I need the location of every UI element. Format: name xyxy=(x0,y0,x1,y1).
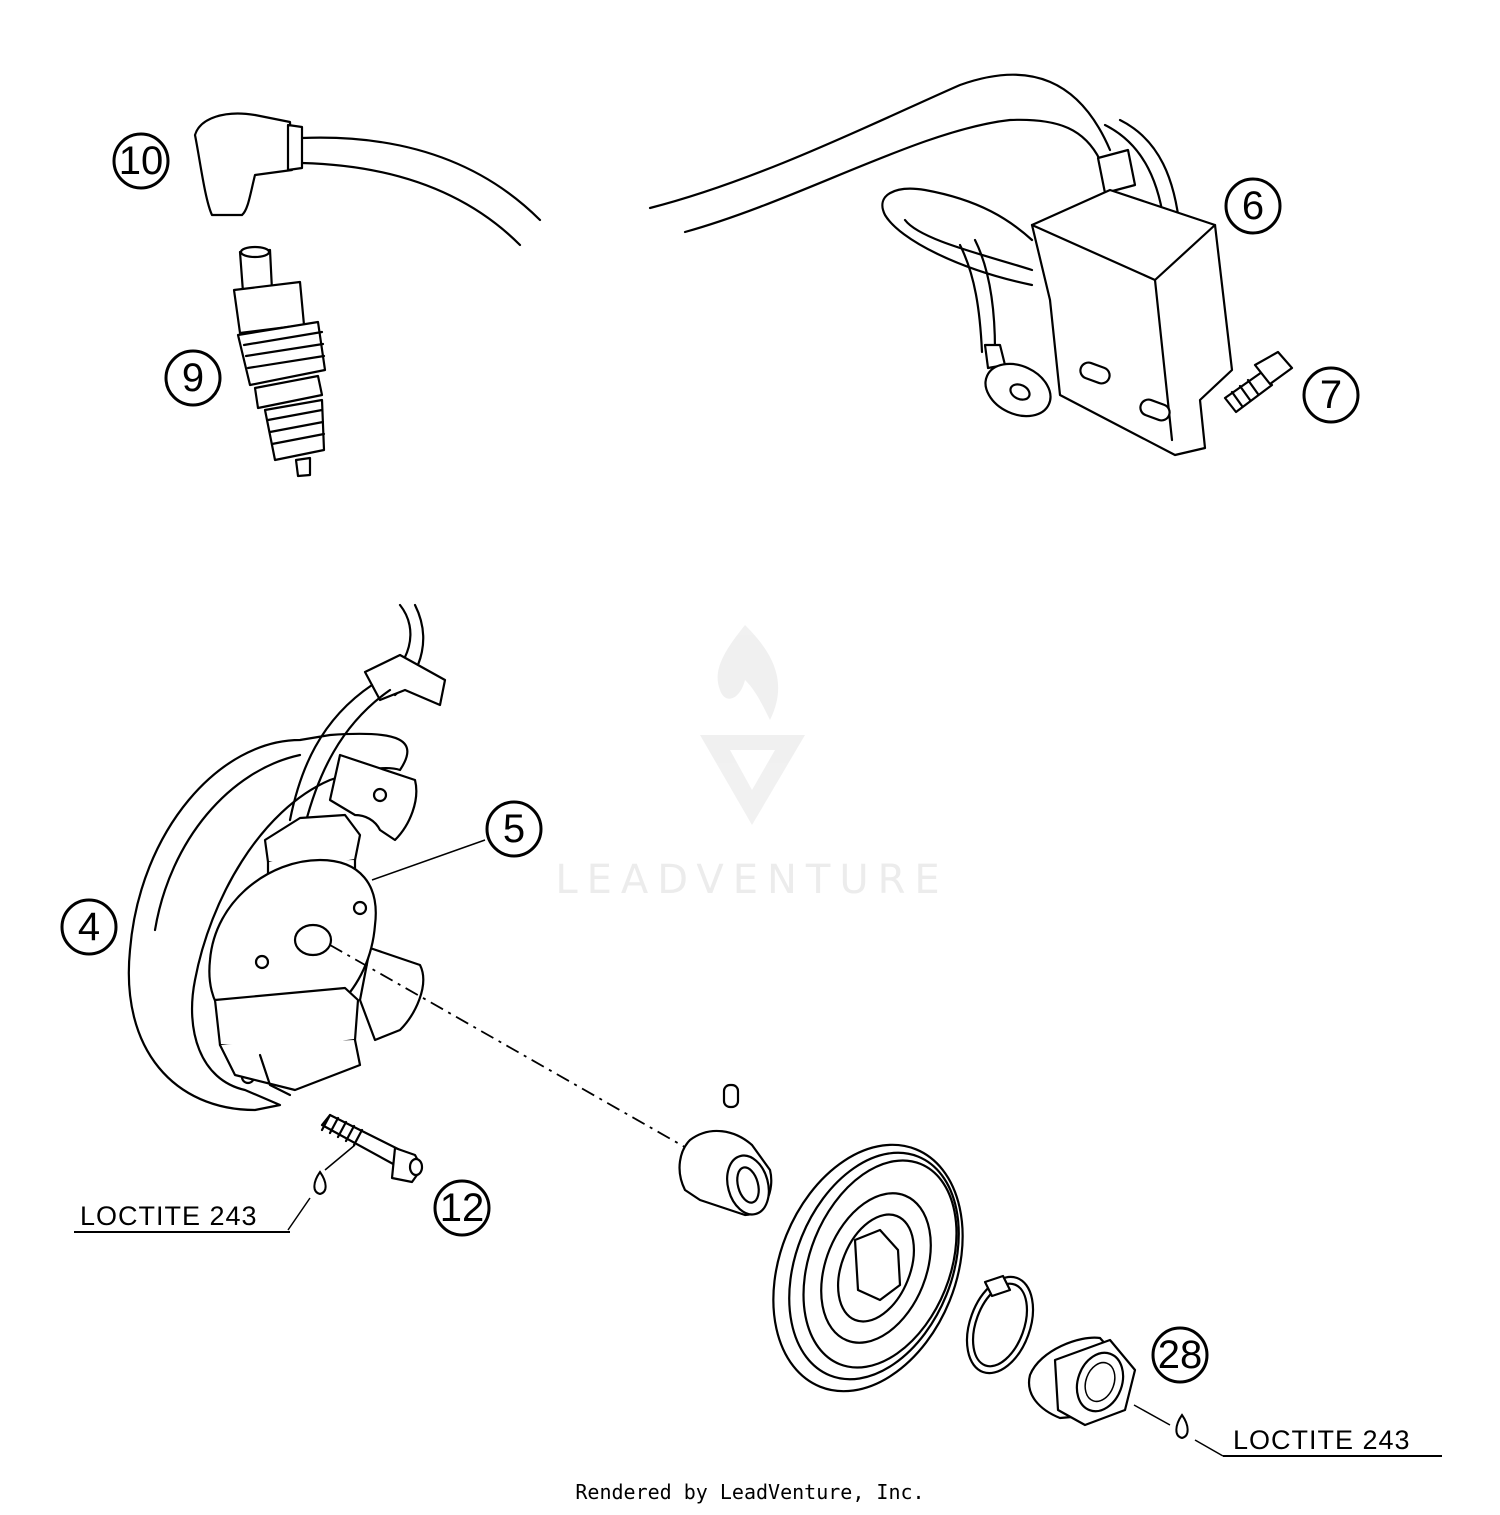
loctite-drop-left xyxy=(313,1170,327,1196)
callout-28-label: 28 xyxy=(1158,1333,1203,1377)
spark-plug-cap xyxy=(193,112,542,247)
spark-plug xyxy=(232,245,327,478)
rendered-by-footer: Rendered by LeadVenture, Inc. xyxy=(575,1480,925,1504)
callout-4-label: 4 xyxy=(78,905,100,949)
woodruff-key xyxy=(722,1083,740,1109)
callout-9: 9 xyxy=(164,349,222,407)
callout-10-label: 10 xyxy=(119,139,164,183)
stator-coil xyxy=(208,603,447,1097)
stator-screw xyxy=(320,1113,424,1184)
callout-28: 28 xyxy=(1151,1326,1209,1384)
ignition-coil xyxy=(648,73,1234,457)
callout-6-label: 6 xyxy=(1242,184,1264,228)
loctite-right-text: LOCTITE 243 xyxy=(1233,1425,1411,1455)
callout-12: 12 xyxy=(433,1179,491,1237)
callout-4: 4 xyxy=(60,898,118,956)
callout-5: 5 xyxy=(485,800,543,858)
coil-mounting-bolt xyxy=(1223,350,1294,414)
callout-9-label: 9 xyxy=(182,356,204,400)
callout-5-label: 5 xyxy=(503,807,525,851)
crankshaft-bushing xyxy=(678,1129,773,1217)
callout-10: 10 xyxy=(112,132,170,190)
callout-7: 7 xyxy=(1302,366,1360,424)
leadventure-watermark-logo xyxy=(700,625,805,825)
watermark-text: LEADVENTURE xyxy=(555,857,948,903)
loctite-label-right: LOCTITE 243 xyxy=(1223,1425,1442,1457)
leader-lines xyxy=(287,839,1224,1457)
flange-nut xyxy=(1027,1336,1137,1427)
loctite-left-text: LOCTITE 243 xyxy=(80,1201,258,1231)
callout-6: 6 xyxy=(1224,177,1282,235)
callout-7-label: 7 xyxy=(1320,373,1342,417)
loctite-label-left: LOCTITE 243 xyxy=(74,1201,290,1233)
assembly-centerline xyxy=(329,944,691,1151)
circlip xyxy=(965,1274,1035,1375)
flywheel-rotor xyxy=(772,1143,964,1393)
loctite-drop-right xyxy=(1175,1413,1189,1440)
callout-12-label: 12 xyxy=(440,1186,485,1230)
